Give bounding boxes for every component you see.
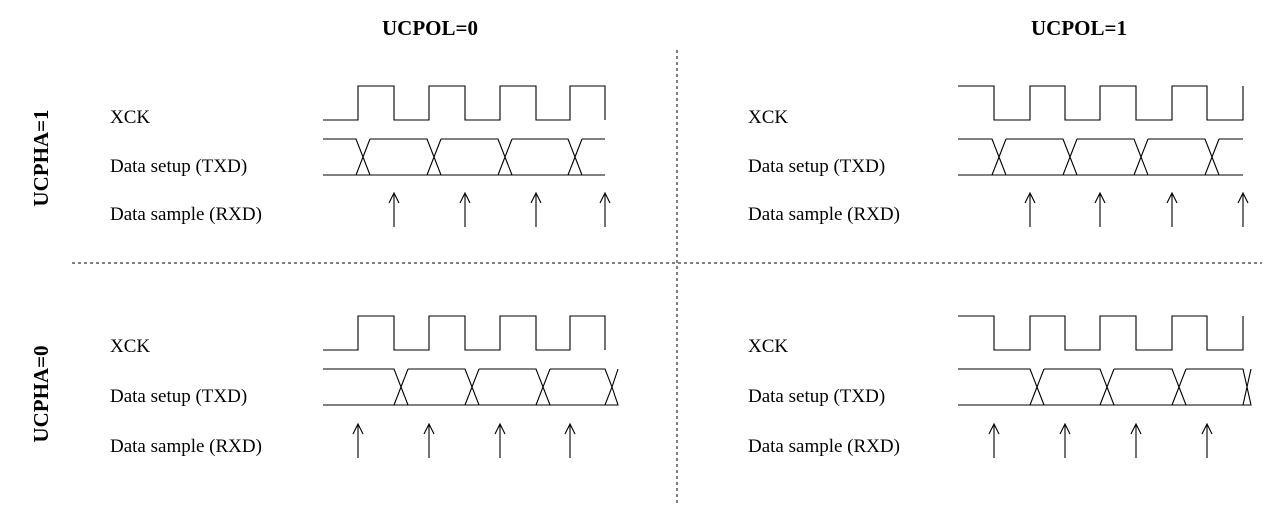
label-data-setup: Data setup (TXD) xyxy=(110,386,247,407)
sample-arrow xyxy=(1201,422,1213,458)
label-data-setup: Data setup (TXD) xyxy=(110,156,247,177)
sample-arrow xyxy=(564,422,576,458)
panel-ucpol0-ucpha0: XCK Data setup (TXD) Data sample (RXD) xyxy=(110,315,619,458)
xck-waveform xyxy=(958,85,1244,121)
label-data-setup: Data setup (TXD) xyxy=(748,156,885,177)
rxd-sample-arrows xyxy=(388,191,611,227)
label-data-sample: Data sample (RXD) xyxy=(110,204,262,225)
rxd-sample-arrows xyxy=(988,422,1213,458)
label-data-setup: Data setup (TXD) xyxy=(748,386,885,407)
sample-arrow xyxy=(1024,191,1036,227)
label-data-sample: Data sample (RXD) xyxy=(748,436,900,457)
txd-waveform xyxy=(958,138,1243,176)
label-data-sample: Data sample (RXD) xyxy=(748,204,900,225)
label-xck: XCK xyxy=(110,107,150,128)
header-ucpha-0: UCPHA=0 xyxy=(29,345,53,442)
sample-arrow xyxy=(352,422,364,458)
sample-arrow xyxy=(1130,422,1142,458)
sample-arrow xyxy=(1094,191,1106,227)
label-xck: XCK xyxy=(748,107,788,128)
panel-ucpol1-ucpha1: XCK Data setup (TXD) Data sample (RXD) xyxy=(748,85,1249,227)
rxd-sample-arrows xyxy=(352,422,576,458)
label-data-sample: Data sample (RXD) xyxy=(110,436,262,457)
label-xck: XCK xyxy=(110,336,150,357)
header-ucpha-1: UCPHA=1 xyxy=(29,109,53,206)
txd-waveform xyxy=(323,138,605,176)
txd-waveform xyxy=(958,368,1252,406)
sample-arrow xyxy=(459,191,471,227)
sample-arrow xyxy=(530,191,542,227)
xck-waveform xyxy=(323,315,606,351)
xck-waveform xyxy=(323,85,606,121)
sample-arrow xyxy=(988,422,1000,458)
header-ucpol-0: UCPOL=0 xyxy=(382,16,478,40)
sample-arrow xyxy=(599,191,611,227)
sample-arrow xyxy=(1059,422,1071,458)
sample-arrow xyxy=(388,191,400,227)
xck-waveform xyxy=(958,315,1244,351)
txd-waveform xyxy=(323,368,619,406)
sample-arrow xyxy=(494,422,506,458)
rxd-sample-arrows xyxy=(1024,191,1249,227)
sample-arrow xyxy=(423,422,435,458)
sample-arrow xyxy=(1166,191,1178,227)
sample-arrow xyxy=(1237,191,1249,227)
header-ucpol-1: UCPOL=1 xyxy=(1031,16,1127,40)
label-xck: XCK xyxy=(748,336,788,357)
panel-ucpol0-ucpha1: XCK Data setup (TXD) Data sample (RXD) xyxy=(110,85,611,227)
panel-ucpol1-ucpha0: XCK Data setup (TXD) Data sample (RXD) xyxy=(748,315,1252,458)
